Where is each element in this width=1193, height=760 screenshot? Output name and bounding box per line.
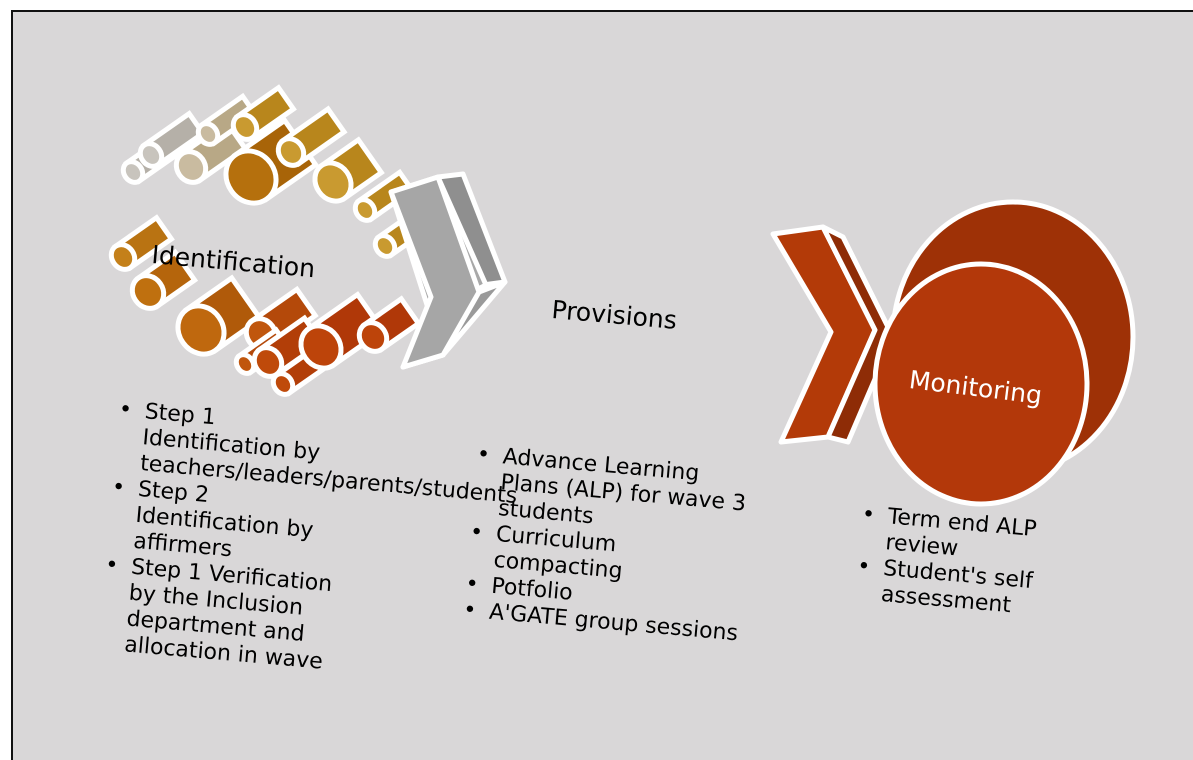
diagram-slide: Identification Provisions Monitoring Ste… <box>11 10 1193 760</box>
chevron-grey-icon <box>388 171 508 370</box>
list-item: Step 1 Verification by the Inclusion dep… <box>97 552 345 677</box>
diagram-graphics <box>108 84 1136 507</box>
cylinder-cluster-icon <box>108 84 432 397</box>
identification-list: Step 1 Identification by teachers/leader… <box>97 397 518 677</box>
chevron-rust-icon <box>770 224 896 445</box>
provisions-list: Advance Learning Plans (ALP) for wave 3 … <box>462 442 757 648</box>
monitoring-list: Term end ALP review Student's self asses… <box>854 502 1052 622</box>
disc-icon <box>872 199 1136 507</box>
